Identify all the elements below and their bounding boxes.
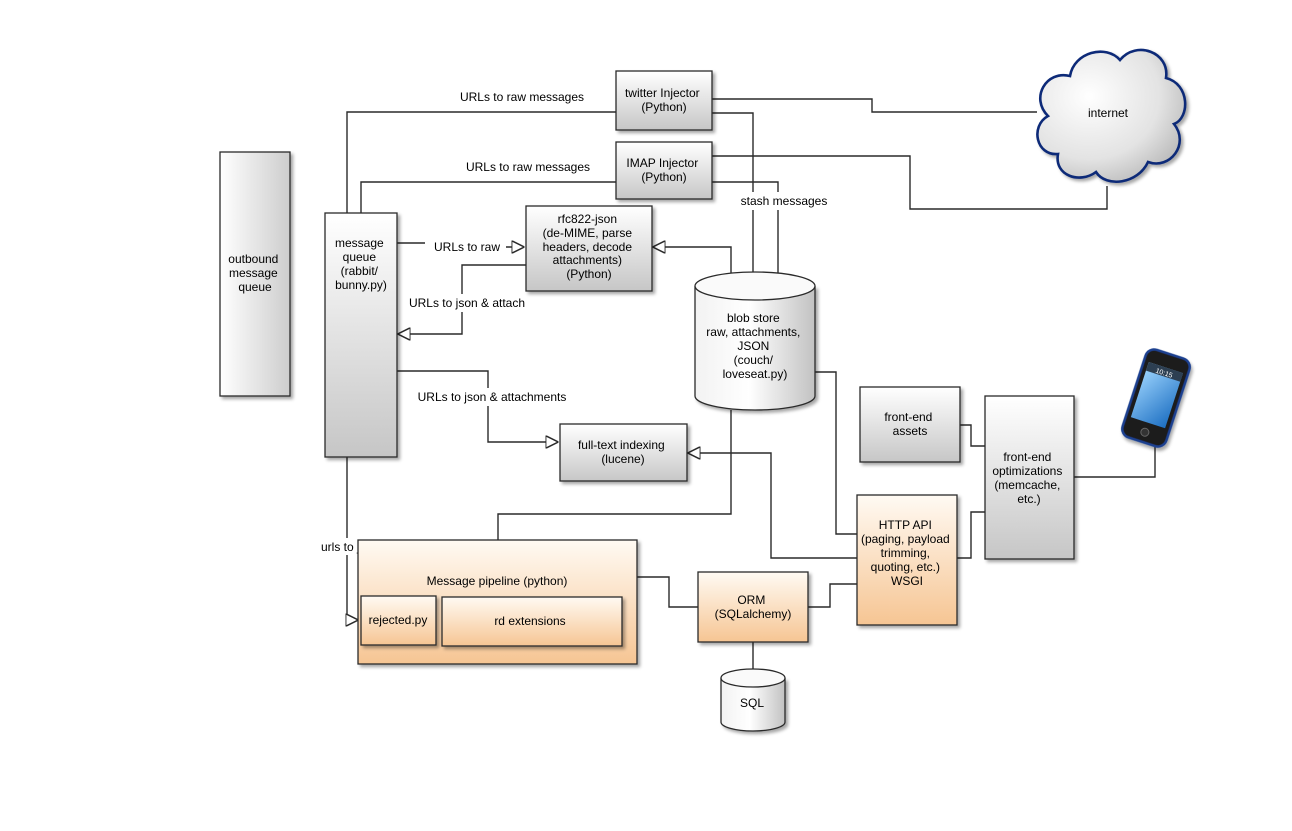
- outbound-queue-node: outbound message queue: [219, 151, 291, 397]
- node-label: message queue (rabbit/ bunny.py): [335, 236, 387, 292]
- edge-labels: URLs to raw messages URLs to raw message…: [314, 88, 834, 555]
- frontend-optimizations-node: front-end optimizations (memcache, etc.): [984, 395, 1075, 560]
- node-label: full-text indexing (lucene): [578, 438, 668, 466]
- edge-orm-to-httpapi: [808, 583, 857, 608]
- node-label: front-end optimizations (memcache, etc.): [992, 450, 1065, 506]
- node-label: Message pipeline (python): [427, 574, 568, 588]
- label-urls-raw: URLs to raw: [434, 240, 500, 254]
- phone-icon: 10:15: [1121, 348, 1191, 448]
- node-label: front-end assets: [884, 410, 935, 438]
- edge-twitter-to-blob: [712, 112, 753, 285]
- label-stash: stash messages: [741, 194, 828, 208]
- rfc822-json-node: rfc822-json (de-MIME, parse headers, dec…: [525, 205, 653, 292]
- node-label: internet: [1088, 106, 1129, 120]
- edge-httpapi-to-fulltext: [689, 453, 857, 559]
- edge-frontopt-to-phone: [1074, 447, 1156, 478]
- edge-queue-to-fulltext: [397, 370, 557, 442]
- node-label: rejected.py: [369, 613, 428, 627]
- rd-extensions-node: rd extensions: [441, 596, 623, 647]
- node-label: twitter Injector (Python): [625, 86, 703, 114]
- orm-node: ORM (SQLalchemy): [697, 571, 809, 643]
- node-label: outbound message queue: [228, 252, 281, 294]
- blob-store-node: blob store raw, attachments, JSON (couch…: [694, 271, 816, 411]
- label-json-attachments: URLs to json & attachments: [418, 390, 567, 404]
- label-json-attach: URLs to json & attach: [409, 296, 525, 310]
- edge-blob-to-pipeline: [497, 410, 732, 540]
- imap-injector-node: IMAP Injector (Python): [615, 141, 713, 200]
- node-label: ORM (SQLalchemy): [715, 593, 792, 621]
- label-twitter-raw: URLs to raw messages: [460, 90, 584, 104]
- cloud-icon: [1036, 48, 1187, 183]
- edge-pipeline-to-orm: [637, 576, 698, 608]
- message-queue-node: message queue (rabbit/ bunny.py): [324, 212, 398, 458]
- edge-imap-to-queue: [360, 181, 616, 213]
- edge-assets-to-frontopt: [960, 424, 985, 447]
- node-label: HTTP API (paging, payload trimming, quot…: [861, 518, 953, 588]
- node-label: rd extensions: [494, 614, 565, 628]
- http-api-node: HTTP API (paging, payload trimming, quot…: [856, 494, 958, 626]
- edge-twitter-to-internet: [712, 98, 1037, 113]
- label-imap-raw: URLs to raw messages: [466, 160, 590, 174]
- sql-node: SQL: [720, 668, 786, 732]
- frontend-assets-node: front-end assets: [859, 386, 961, 463]
- fulltext-indexing-node: full-text indexing (lucene): [559, 423, 688, 482]
- node-label: SQL: [740, 696, 764, 710]
- twitter-injector-node: twitter Injector (Python): [615, 70, 713, 131]
- edge-imap-to-internet: [712, 155, 1108, 210]
- node-label: IMAP Injector (Python): [626, 156, 701, 184]
- internet-cloud-node: internet: [1036, 48, 1187, 183]
- edge-twitter-to-queue: [346, 111, 616, 213]
- edge-blob-to-httpapi: [814, 371, 857, 535]
- edge-blob-to-rfc822: [654, 247, 732, 285]
- rejected-py-node: rejected.py: [360, 595, 437, 646]
- edge-imap-to-blob: [712, 181, 778, 285]
- edge-queue-to-rejected: [347, 457, 357, 620]
- edge-httpapi-to-frontopt: [957, 511, 985, 559]
- node-label: blob store raw, attachments, JSON (couch…: [706, 311, 803, 381]
- connectors: [346, 98, 1156, 672]
- node-label: rfc822-json (de-MIME, parse headers, dec…: [543, 212, 636, 281]
